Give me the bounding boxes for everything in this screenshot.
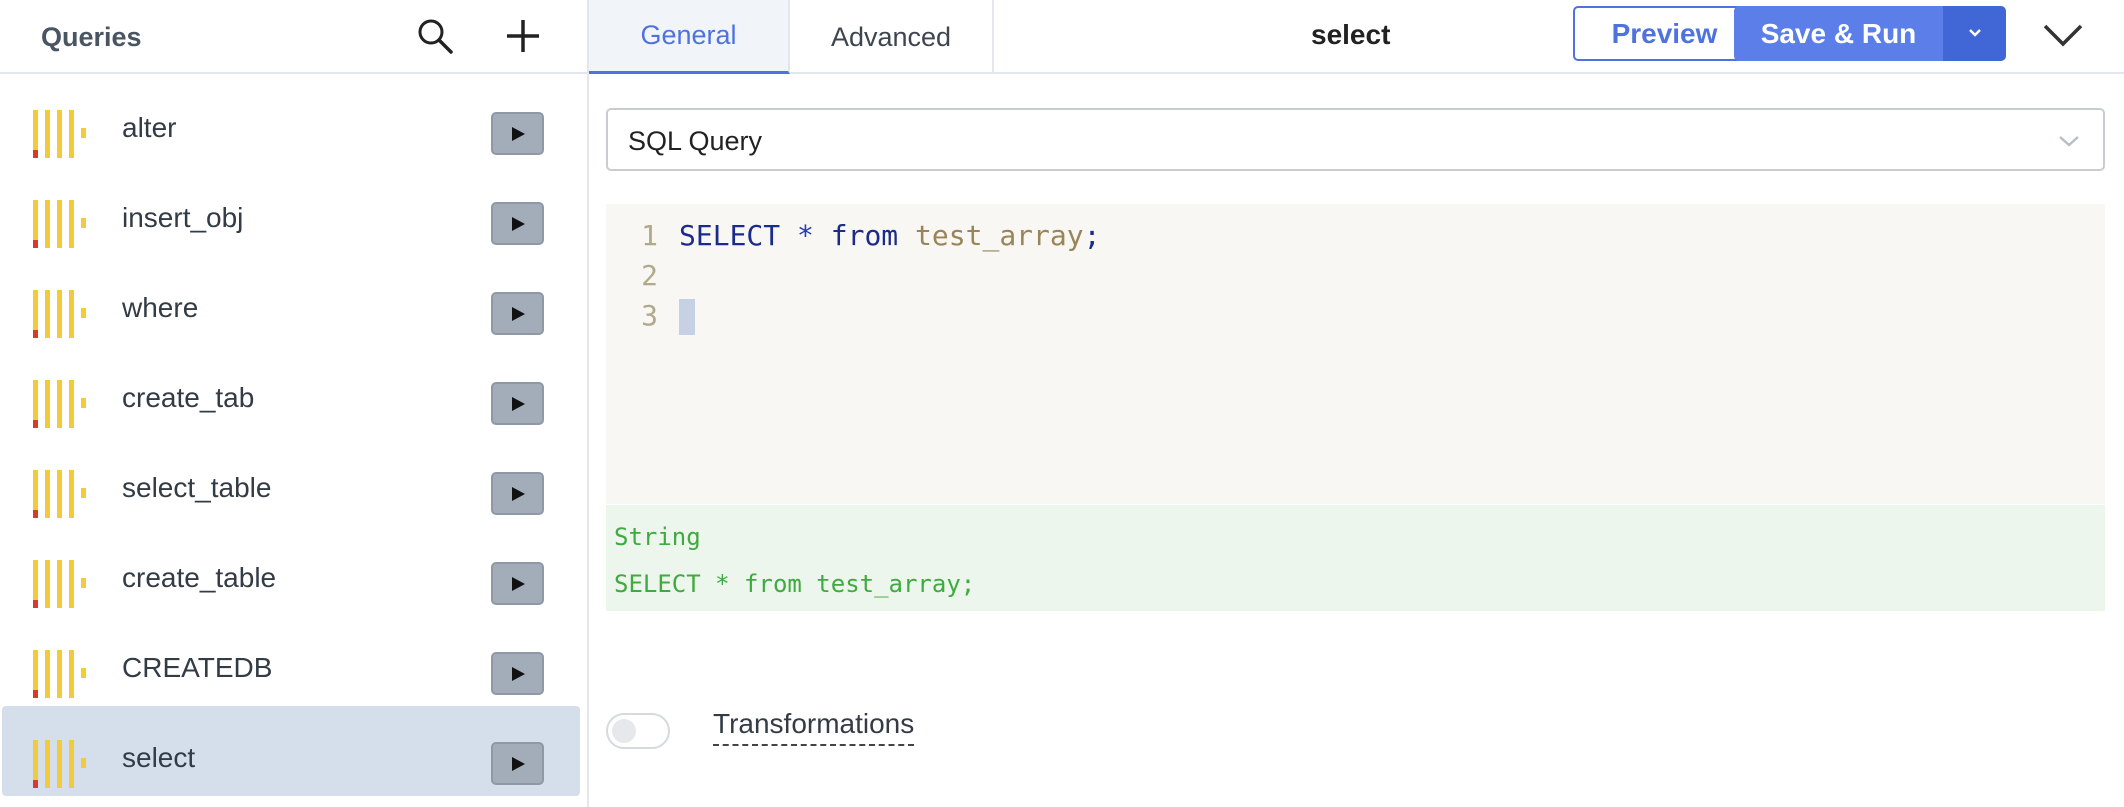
play-icon <box>512 757 525 771</box>
chevron-down-icon <box>2059 136 2079 147</box>
line-number: 3 <box>641 299 658 332</box>
query-item-create-tab[interactable]: create_tab <box>0 346 587 436</box>
keyword-from: from <box>830 219 899 252</box>
text-cursor <box>679 299 695 335</box>
query-item-insert-obj[interactable]: insert_obj <box>0 166 587 256</box>
code-line: SELECT * from test_array; <box>679 216 1100 256</box>
run-query-button[interactable] <box>491 472 544 515</box>
query-name: create_table <box>122 562 277 593</box>
line-numbers: 1 2 3 <box>606 216 658 336</box>
sidebar-header: Queries <box>0 0 587 74</box>
run-query-button[interactable] <box>491 562 544 605</box>
query-name: alter <box>122 112 177 143</box>
transformations-label[interactable]: Transformations <box>713 708 915 746</box>
keyword-select: SELECT <box>679 219 781 252</box>
sql-code-editor[interactable]: 1 2 3 SELECT * from test_array; <box>606 204 2105 504</box>
query-name: create_tab <box>122 382 255 413</box>
table-identifier: test_array <box>915 219 1084 252</box>
semicolon: ; <box>1083 219 1101 252</box>
preview-type: String <box>614 523 701 551</box>
operator-star: * <box>797 219 814 252</box>
sidebar-title: Queries <box>41 22 142 52</box>
tab-advanced[interactable]: Advanced <box>790 0 994 74</box>
preview-value: SELECT * from test_array; <box>614 570 976 598</box>
toggle-knob <box>612 719 636 743</box>
play-icon <box>512 397 525 411</box>
query-preview-box: String SELECT * from test_array; <box>606 505 2105 611</box>
play-icon <box>512 487 525 501</box>
line-number: 1 <box>641 219 658 252</box>
query-name: where <box>122 292 199 323</box>
chevron-down-icon <box>1969 29 1981 37</box>
query-item-select[interactable]: select <box>2 706 580 796</box>
datasource-icon <box>32 470 86 518</box>
code-lines: SELECT * from test_array; <box>679 216 1100 336</box>
play-icon <box>512 127 525 141</box>
query-item-alter[interactable]: alter <box>0 76 587 166</box>
run-query-button[interactable] <box>491 652 544 695</box>
play-icon <box>512 217 525 231</box>
run-query-button[interactable] <box>491 382 544 425</box>
query-item-createdb[interactable]: CREATEDB <box>0 616 587 706</box>
query-mode-value: SQL Query <box>628 126 763 156</box>
query-item-create-table[interactable]: create_table <box>0 526 587 616</box>
datasource-icon <box>32 650 86 698</box>
query-name: select_table <box>122 472 272 503</box>
query-name: select <box>122 742 196 773</box>
save-and-run-button[interactable]: Save & Run <box>1734 6 1943 61</box>
play-icon <box>512 577 525 591</box>
query-editor-header: General Advanced select Preview Save & R… <box>589 0 2124 74</box>
query-name: insert_obj <box>122 202 244 233</box>
query-name: CREATEDB <box>122 652 273 683</box>
run-query-button[interactable] <box>491 202 544 245</box>
datasource-icon <box>32 380 86 428</box>
query-mode-select[interactable]: SQL Query <box>606 108 2105 171</box>
query-item-select-table[interactable]: select_table <box>0 436 587 526</box>
collapse-chevron-icon[interactable] <box>2041 14 2085 54</box>
play-icon <box>512 667 525 681</box>
datasource-icon <box>32 200 86 248</box>
run-query-button[interactable] <box>491 292 544 335</box>
play-icon <box>512 307 525 321</box>
datasource-icon <box>32 110 86 158</box>
datasource-icon <box>32 560 86 608</box>
datasource-icon <box>32 740 86 788</box>
query-item-where[interactable]: where <box>0 256 587 346</box>
datasource-icon <box>32 290 86 338</box>
query-list: alter insert_obj where create_tab select… <box>0 76 587 796</box>
line-number: 2 <box>641 259 658 292</box>
preview-button[interactable]: Preview <box>1573 6 1756 61</box>
transformations-toggle[interactable] <box>606 713 670 749</box>
save-and-run-dropdown[interactable] <box>1943 6 2006 61</box>
code-line <box>679 256 1100 296</box>
add-query-icon[interactable] <box>503 16 543 56</box>
code-line <box>679 296 1100 336</box>
run-query-button[interactable] <box>491 742 544 785</box>
query-title[interactable]: select <box>1311 19 1391 50</box>
search-icon[interactable] <box>415 16 455 56</box>
queries-sidebar: Queries alter insert_obj where create_ta… <box>0 0 589 807</box>
run-query-button[interactable] <box>491 112 544 155</box>
tab-general[interactable]: General <box>589 0 790 74</box>
